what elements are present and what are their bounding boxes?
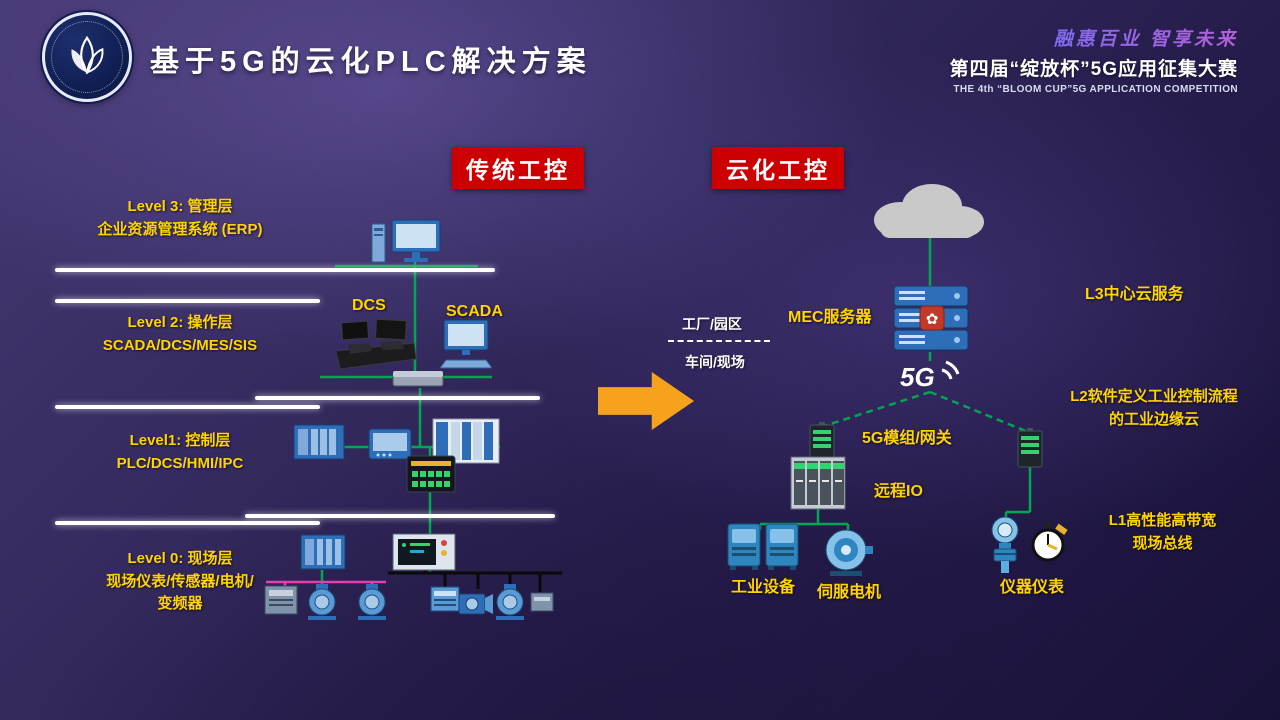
servo-motor-icon <box>822 526 874 583</box>
controller-panel-icon <box>392 533 456 576</box>
page-title: 基于5G的云化PLC解决方案 <box>150 46 592 78</box>
level-separator <box>55 299 320 303</box>
industrial-equipment-icon <box>726 522 800 577</box>
level-separator <box>255 396 540 400</box>
level-separator <box>55 405 320 409</box>
level-separator <box>245 514 555 518</box>
gauge-icon <box>1030 522 1070 569</box>
competition-header: 融惠百业 智享未来 第四届“绽放杯”5G应用征集大赛 THE 4th “BLOO… <box>808 24 1238 95</box>
competition-name-cn: 第四届“绽放杯”5G应用征集大赛 <box>949 59 1238 80</box>
zone-factory-label: 工厂/园区 <box>682 316 742 332</box>
level-separator <box>55 268 495 272</box>
scada-label: SCADA <box>446 303 503 320</box>
network-switch-icon <box>406 455 456 498</box>
bloom-cup-logo <box>42 12 132 102</box>
motor-icon <box>306 584 338 625</box>
gateway-icon <box>1017 428 1043 473</box>
5g-logo-icon: 5G <box>898 356 962 401</box>
svg-text:5G: 5G <box>900 362 935 392</box>
dcs-console-icon <box>335 318 417 377</box>
drive-box-icon <box>264 585 298 620</box>
motor-icon <box>494 584 526 625</box>
field-plc-icon <box>300 534 346 575</box>
l1-fieldbus-label: L1高性能高带宽 现场总线 <box>1108 512 1217 552</box>
servo-label: 伺服电机 <box>816 584 881 601</box>
remote-io-icon <box>790 456 846 515</box>
sensor-box-icon <box>530 592 554 617</box>
zone-workshop-label: 车间/现场 <box>685 354 745 370</box>
camera-pump-icon <box>458 588 494 623</box>
mec-server-label: MEC服务器 <box>788 309 872 326</box>
slogan-text: 融惠百业 智享未来 <box>808 24 1238 51</box>
badge-cloud: 云化工控 <box>712 147 844 189</box>
level0-label: Level 0: 现场层 现场仪表/传感器/电机/ 变频器 <box>106 550 254 612</box>
remote-io-label: 远程IO <box>874 483 923 500</box>
level2-label: Level 2: 操作层 SCADA/DCS/MES/SIS <box>102 314 258 354</box>
zone-divider-line <box>668 340 770 342</box>
flower-logo-icon <box>71 35 104 75</box>
dcs-label: DCS <box>352 297 386 314</box>
level1-label: Level1: 控制层 PLC/DCS/HMI/IPC <box>116 432 244 472</box>
instrument-label: 仪器仪表 <box>999 579 1064 596</box>
svg-text:✿: ✿ <box>926 311 939 328</box>
hub-icon <box>392 370 444 393</box>
cloud-icon <box>860 180 992 247</box>
level3-label: Level 3: 管理层 企业资源管理系统 (ERP) <box>97 198 263 238</box>
transform-arrow-icon <box>598 372 694 430</box>
erp-computer-icon <box>370 218 448 271</box>
io-box-icon <box>430 586 460 617</box>
equipment-label: 工业设备 <box>730 579 795 596</box>
l2-edge-cloud-label: L2软件定义工业控制流程 的工业边缘云 <box>1070 388 1238 428</box>
motor-icon <box>356 584 388 625</box>
scada-computer-icon <box>438 319 493 377</box>
mec-server-icon: ✿ <box>893 285 969 357</box>
l3-cloud-label: L3中心云服务 <box>1085 286 1184 303</box>
plc-rack-icon <box>293 424 345 465</box>
badge-traditional: 传统工控 <box>452 147 584 189</box>
competition-name-en: THE 4th “BLOOM CUP”5G APPLICATION COMPET… <box>953 84 1238 95</box>
transmitter-icon <box>986 516 1024 579</box>
5g-module-label: 5G模组/网关 <box>862 430 952 447</box>
level-separator <box>55 521 320 525</box>
